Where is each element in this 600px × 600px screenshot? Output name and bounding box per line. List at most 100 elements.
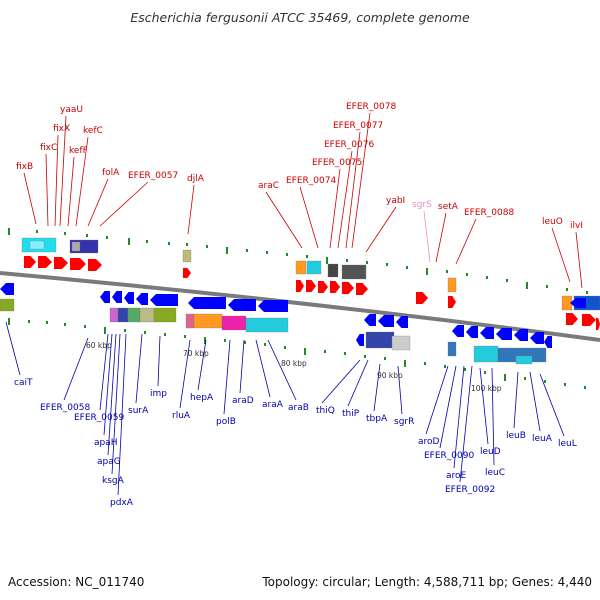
tick-mark (544, 380, 546, 383)
feature-block-grey (391, 335, 411, 351)
forward-gene-arrow (356, 283, 368, 295)
gene-label-hepa[interactable]: hepA (190, 393, 214, 403)
leader-line (365, 206, 397, 253)
gene-label-arac[interactable]: araC (258, 181, 279, 191)
gene-label-polb[interactable]: polB (216, 417, 236, 427)
accession-text: Accession: NC_011740 (8, 575, 144, 589)
leader-line (75, 136, 89, 227)
tick-mark (286, 253, 288, 256)
leader-line (5, 321, 21, 376)
gene-label-efer-0074[interactable]: EFER_0074 (286, 176, 336, 186)
tick-mark (264, 343, 266, 346)
gene-label-efer-0090[interactable]: EFER_0090 (424, 451, 474, 461)
gene-label-apag[interactable]: apaG (97, 457, 121, 467)
gene-label-keff[interactable]: kefF (69, 146, 88, 156)
gene-label-yabi[interactable]: yabI (386, 196, 405, 206)
gene-label-thiq[interactable]: thiQ (316, 406, 335, 416)
tick-mark (546, 285, 548, 288)
gene-label-leul[interactable]: leuL (558, 439, 577, 449)
gene-label-leud[interactable]: leuD (480, 447, 501, 457)
reverse-gene-arrow (378, 315, 394, 327)
gene-label-efer-0088[interactable]: EFER_0088 (464, 208, 514, 218)
gene-label-ksga[interactable]: ksgA (102, 476, 125, 486)
gene-label-efer-0075[interactable]: EFER_0075 (312, 158, 362, 168)
gene-label-pdxa[interactable]: pdxA (110, 498, 134, 508)
feature-block-cyan (306, 260, 322, 275)
gene-label-efer-0078[interactable]: EFER_0078 (346, 102, 396, 112)
reverse-gene-arrow (530, 332, 544, 344)
leader-line (453, 365, 465, 469)
leader-line (157, 335, 161, 387)
reverse-gene-arrow (136, 293, 148, 305)
gene-label-arod[interactable]: aroD (418, 437, 440, 447)
gene-label-araa[interactable]: araA (262, 400, 284, 410)
gene-label-arab[interactable]: araB (288, 403, 309, 413)
leader-line (513, 371, 519, 429)
gene-label-cait[interactable]: caiT (14, 378, 33, 388)
bottom-gene-labels: caiT EFER_0058 EFER_0059 apaH apaG ksgA … (14, 378, 577, 508)
gene-label-fixb[interactable]: fixB (16, 162, 33, 172)
tick-mark (386, 263, 388, 266)
feature-block-dark (327, 263, 339, 278)
tick-mark (246, 249, 248, 252)
gene-label-ilvi[interactable]: ilvI (570, 221, 583, 231)
gene-label-fixc[interactable]: fixC (40, 143, 57, 153)
leader-line (45, 153, 49, 227)
tick-mark (504, 374, 506, 381)
leader-line (491, 367, 495, 466)
reverse-gene-arrow (452, 325, 464, 337)
gene-label-sgrr[interactable]: sgrR (394, 417, 414, 427)
gene-label-thip[interactable]: thiP (342, 409, 360, 419)
gene-label-tbpa[interactable]: tbpA (366, 414, 388, 424)
leader-line (63, 337, 89, 401)
leader-line (239, 339, 245, 394)
gene-label-arad[interactable]: araD (232, 396, 254, 406)
tick-mark (324, 350, 326, 353)
gene-label-kefc[interactable]: kefC (83, 126, 103, 136)
leader-line (111, 333, 121, 475)
gene-label-apah[interactable]: apaH (94, 438, 118, 448)
gene-label-efer-0057[interactable]: EFER_0057 (128, 171, 178, 181)
leader-line (425, 365, 449, 435)
gene-label-aroe[interactable]: aroE (446, 471, 467, 481)
gene-label-fixx[interactable]: fixX (53, 124, 70, 134)
tick-marks (8, 228, 588, 389)
reverse-gene-arrow (0, 283, 14, 295)
feature-block-grey (71, 241, 81, 252)
gene-label-rlua[interactable]: rluA (172, 411, 191, 421)
reverse-gene-arrow (100, 291, 110, 303)
feature-block-orange (295, 260, 307, 275)
gene-label-leub[interactable]: leuB (506, 431, 526, 441)
gene-label-sgrs[interactable]: sgrS (412, 200, 432, 210)
tick-mark (344, 352, 346, 355)
forward-gene-arrow (88, 259, 102, 271)
gene-label-efer-0092[interactable]: EFER_0092 (445, 485, 495, 495)
gene-label-leuc[interactable]: leuC (485, 468, 505, 478)
forward-gene-arrow (306, 280, 316, 292)
tick-mark (466, 273, 468, 276)
tick-mark (346, 259, 348, 262)
gene-label-djla[interactable]: djlA (187, 174, 205, 184)
gene-label-leua[interactable]: leuA (532, 434, 553, 444)
tick-mark (526, 282, 528, 289)
leader-line (23, 172, 37, 225)
tick-mark (204, 337, 206, 344)
gene-label-fola[interactable]: folA (102, 168, 120, 178)
gene-label-efer-0076[interactable]: EFER_0076 (324, 140, 374, 150)
tick-mark (164, 333, 166, 336)
tick-mark (64, 323, 66, 326)
tick-mark (424, 362, 426, 365)
gene-label-imp[interactable]: imp (150, 389, 167, 399)
leader-line (179, 339, 191, 409)
gene-label-efer-0058[interactable]: EFER_0058 (40, 403, 90, 413)
forward-gene-arrow (296, 280, 304, 292)
gene-label-leuo[interactable]: leuO (542, 217, 563, 227)
tick-mark (444, 365, 446, 368)
gene-label-sura[interactable]: surA (128, 406, 149, 416)
leader-line (373, 363, 381, 412)
gene-label-efer-0077[interactable]: EFER_0077 (333, 121, 383, 131)
gene-label-yaau[interactable]: yaaU (60, 105, 83, 115)
gene-label-efer-0059[interactable]: EFER_0059 (74, 413, 124, 423)
gene-label-seta[interactable]: setA (438, 202, 459, 212)
forward-gene-arrow (70, 258, 86, 270)
